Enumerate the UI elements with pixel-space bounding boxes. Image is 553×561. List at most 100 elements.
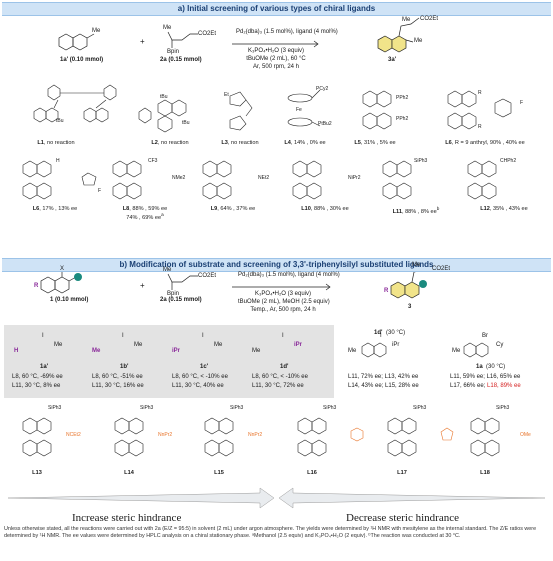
sub6-id: 1a	[476, 364, 483, 370]
conditions-a-2: K₃PO₄•H₂O (3 equiv) tBuOMe (2 mL), 60 °C…	[246, 48, 306, 70]
sub5-line1: L11, 72% ee; L13, 42% ee	[348, 374, 419, 380]
sub6-br: Br	[482, 333, 488, 339]
l6-f: F	[520, 100, 524, 106]
l9-net2: NEt2	[258, 175, 270, 181]
reactant-2a-co2et: CO2Et	[198, 31, 217, 37]
ligand-l3: L3, no reaction	[221, 140, 259, 146]
conditions-b-2: K₃PO₄•H₂O (3 equiv) tBuOMe (2 mL), MeOH …	[238, 291, 330, 313]
l18-amine: OMe	[520, 432, 531, 438]
l4-pcy2: PCy2	[316, 86, 329, 92]
plus-a: +	[140, 37, 145, 46]
l2-tbu-1: tBu	[160, 94, 168, 100]
sub5-ipr: iPr	[392, 342, 400, 348]
l6b-h: H	[56, 158, 60, 164]
product-3-r: R	[384, 288, 389, 294]
ligand-l16: L16	[307, 470, 317, 476]
l13-sph3: SiPh3	[48, 405, 62, 411]
l6-r-1: R	[478, 90, 482, 96]
l4-ptbu2: PtBu2	[318, 121, 332, 127]
sub1-line2: L11, 30 °C, 8% ee	[12, 383, 61, 389]
reactant-1-x: X	[60, 266, 65, 272]
reactant-1-r: R	[34, 283, 39, 289]
increase-steric-caption: Increase steric hindrance	[72, 512, 182, 524]
ligand-l12: L12, 35% , 43% ee	[480, 206, 528, 212]
reactant-2a-b-label: 2a (0.15 mmol)	[160, 297, 202, 303]
l10-nipr2: NiPr2	[348, 175, 361, 181]
l15-amine: NnPr2	[248, 432, 263, 438]
sub5-line2: L14, 43% ee; L15, 28% ee	[348, 383, 419, 389]
sub5-i: I	[380, 333, 382, 339]
product-3-me: Me	[412, 262, 421, 268]
sub4-line1: L8, 60 °C, < -10% ee	[252, 374, 308, 380]
product-3a-co2et: CO2Et	[420, 16, 439, 22]
sub6-me: Me	[452, 348, 461, 354]
sub1-h: H	[14, 348, 19, 354]
sub1-i: I	[42, 333, 44, 339]
sub2-line2: L11, 30 °C, 16% ee	[92, 383, 144, 389]
l5-pph2-1: PPh2	[396, 95, 409, 101]
l8-nme2: NMe2	[172, 175, 186, 181]
l8-cf3: CF3	[148, 158, 158, 164]
l2-tbu-2: tBu	[182, 120, 190, 126]
footnote: Unless otherwise stated, all the reactio…	[4, 526, 537, 539]
ligand-l5: L5, 31% , 5% ee	[354, 140, 396, 146]
steric-arrows	[7, 487, 546, 509]
l5-pph2-2: PPh2	[396, 116, 409, 122]
l4-fe: Fe	[296, 107, 302, 113]
l15-sph3: SiPh3	[230, 405, 244, 411]
sub3-line1: L8, 60 °C, < -10% ee	[172, 374, 228, 380]
substrate-comparison-panel	[4, 325, 334, 398]
sub4-line2: L11, 30 °C, 72% ee	[252, 383, 304, 389]
sub1-line1: L8, 60 °C, -69% ee	[12, 374, 63, 380]
teal-dot-reactant	[74, 273, 82, 281]
plus-b: +	[140, 281, 145, 290]
l17-sph3: SiPh3	[413, 405, 427, 411]
sub2-line1: L8, 60 °C, -51% ee	[92, 374, 143, 380]
best-result: L18, 89% ee	[487, 383, 521, 389]
sub4-i: I	[282, 333, 284, 339]
ligand-l18: L18	[480, 470, 490, 476]
sub3-i: I	[202, 333, 204, 339]
l1-tbu: tBu	[56, 118, 64, 124]
ligand-l10: L10, 88% , 30% ee	[301, 206, 349, 212]
l14-amine: NnPr2	[158, 432, 173, 438]
product-3a-label: 3a'	[388, 57, 397, 63]
reactant-2a	[167, 31, 198, 48]
reactant-2a-bpin: Bpin	[167, 49, 180, 55]
l12-chph2: CHPh2	[500, 158, 517, 164]
sub4-ipr: iPr	[294, 342, 303, 348]
sub2-id: 1b'	[120, 364, 129, 370]
sub3-ipr: iPr	[172, 348, 181, 354]
ligand-l11: L11, 88% , 8% eeb	[392, 206, 440, 215]
reactant-1a-label: 1a' (0.10 mmol)	[60, 57, 104, 63]
ligands-row2-structures	[22, 160, 497, 200]
section-a-banner: a) Initial screening of various types of…	[2, 2, 551, 16]
conditions-b: Pd₂(dba)₃ (1.5 mol%), ligand (4 mol%)	[238, 272, 340, 278]
l18-sph3: SiPh3	[496, 405, 510, 411]
product-3-co2et: CO2Et	[432, 266, 451, 272]
product-3a-me1: Me	[402, 17, 411, 23]
sub3-id: 1c'	[200, 364, 209, 370]
ligand-l15: L15	[214, 470, 224, 476]
ligand-l17: L17	[397, 470, 407, 476]
ligand-l1: L1, no reaction	[37, 140, 75, 146]
ligands-row3-structures	[22, 417, 500, 457]
l3-et: Et	[224, 92, 229, 98]
reactant-2a-b-co2et: CO2Et	[198, 273, 217, 279]
sub5-id: 1d'	[374, 330, 383, 336]
l11-sph3: SiPh3	[414, 158, 428, 164]
ligands-row1-structures	[33, 84, 512, 133]
ligand-l14: L14	[124, 470, 134, 476]
sub3-me: Me	[214, 342, 223, 348]
sub5-temp: (30 °C)	[386, 330, 406, 336]
ligand-l13: L13	[32, 470, 42, 476]
reactant-2a-me: Me	[163, 25, 172, 31]
reactant-2a-label: 2a (0.15 mmol)	[160, 57, 202, 63]
sub2-me2: Me	[134, 342, 143, 348]
ligand-l2: L2, no reaction	[151, 140, 189, 146]
l16-sph3: SiPh3	[323, 405, 337, 411]
ligand-l6a: L6, R = 9 anthryl, 90% , 40% ee	[445, 140, 525, 146]
product-3a	[377, 17, 420, 53]
teal-dot-product	[419, 280, 427, 288]
sub2-me: Me	[92, 348, 101, 354]
